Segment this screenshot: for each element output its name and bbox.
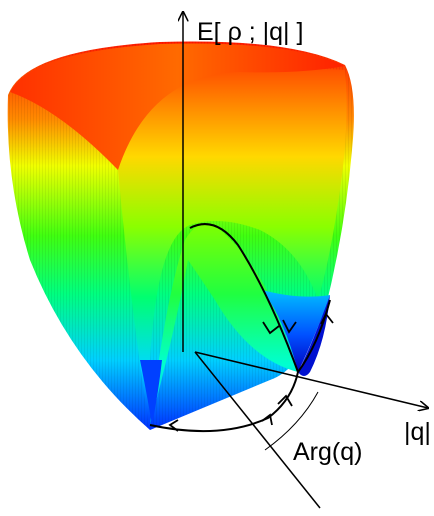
- arrow-bottom-1: [277, 394, 293, 407]
- trough-minimum: [262, 290, 330, 372]
- arrow-ridge-2: [282, 319, 297, 334]
- inner-back-wall: [118, 69, 347, 420]
- arrow-ridge-1: [262, 321, 280, 335]
- reference-axis-line: [194, 351, 321, 509]
- left-trough-tip: [140, 360, 162, 425]
- arrow-bottom-2: [168, 419, 179, 432]
- trough-curve: [297, 299, 331, 373]
- bottom-circle-curve: [149, 371, 299, 433]
- angle-arc: [264, 391, 319, 451]
- trajectory-curves: [149, 223, 334, 433]
- hump-ridge-curve: [189, 223, 299, 373]
- axes: [183, 12, 428, 509]
- energy-axis-label: E[ ρ ; |q| ]: [197, 18, 303, 46]
- arrow-bottom-3: [261, 413, 273, 426]
- central-hump: [150, 223, 298, 425]
- trough-front: [298, 295, 330, 376]
- angle-label: Arg(q): [293, 438, 362, 466]
- potential-surface: [7, 41, 354, 430]
- arrow-trough: [320, 312, 334, 325]
- rim-top-edge: [10, 43, 345, 170]
- radial-axis-line: [194, 351, 428, 408]
- radial-axis-label: |q|: [404, 418, 431, 446]
